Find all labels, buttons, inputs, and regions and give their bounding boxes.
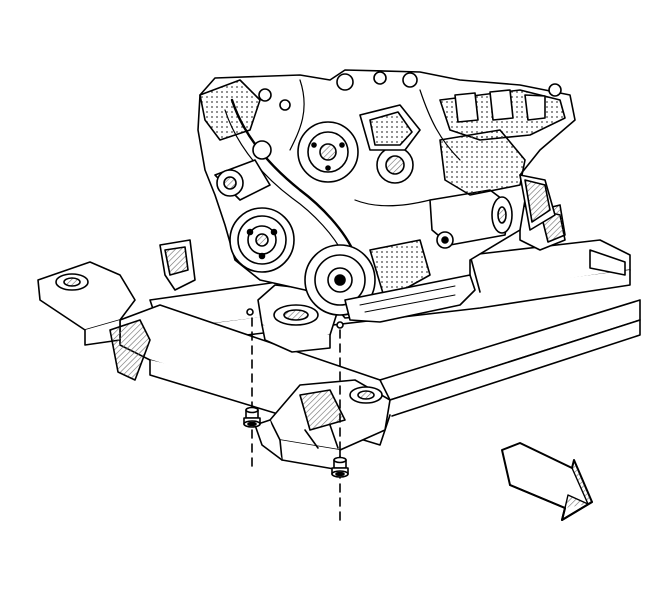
- engine-assembly: [197, 69, 576, 323]
- belt-tensioner: [214, 140, 272, 201]
- mount-bolt-icon: [331, 456, 349, 478]
- mount-bolts: [243, 317, 349, 521]
- oil-pan: [344, 274, 476, 323]
- mount-bolt-icon: [243, 406, 261, 428]
- crankshaft-pulley: [229, 207, 295, 273]
- starter-motor: [429, 189, 513, 249]
- front-direction-arrow-icon: [501, 442, 593, 521]
- idler-pulley-upper: [297, 121, 359, 183]
